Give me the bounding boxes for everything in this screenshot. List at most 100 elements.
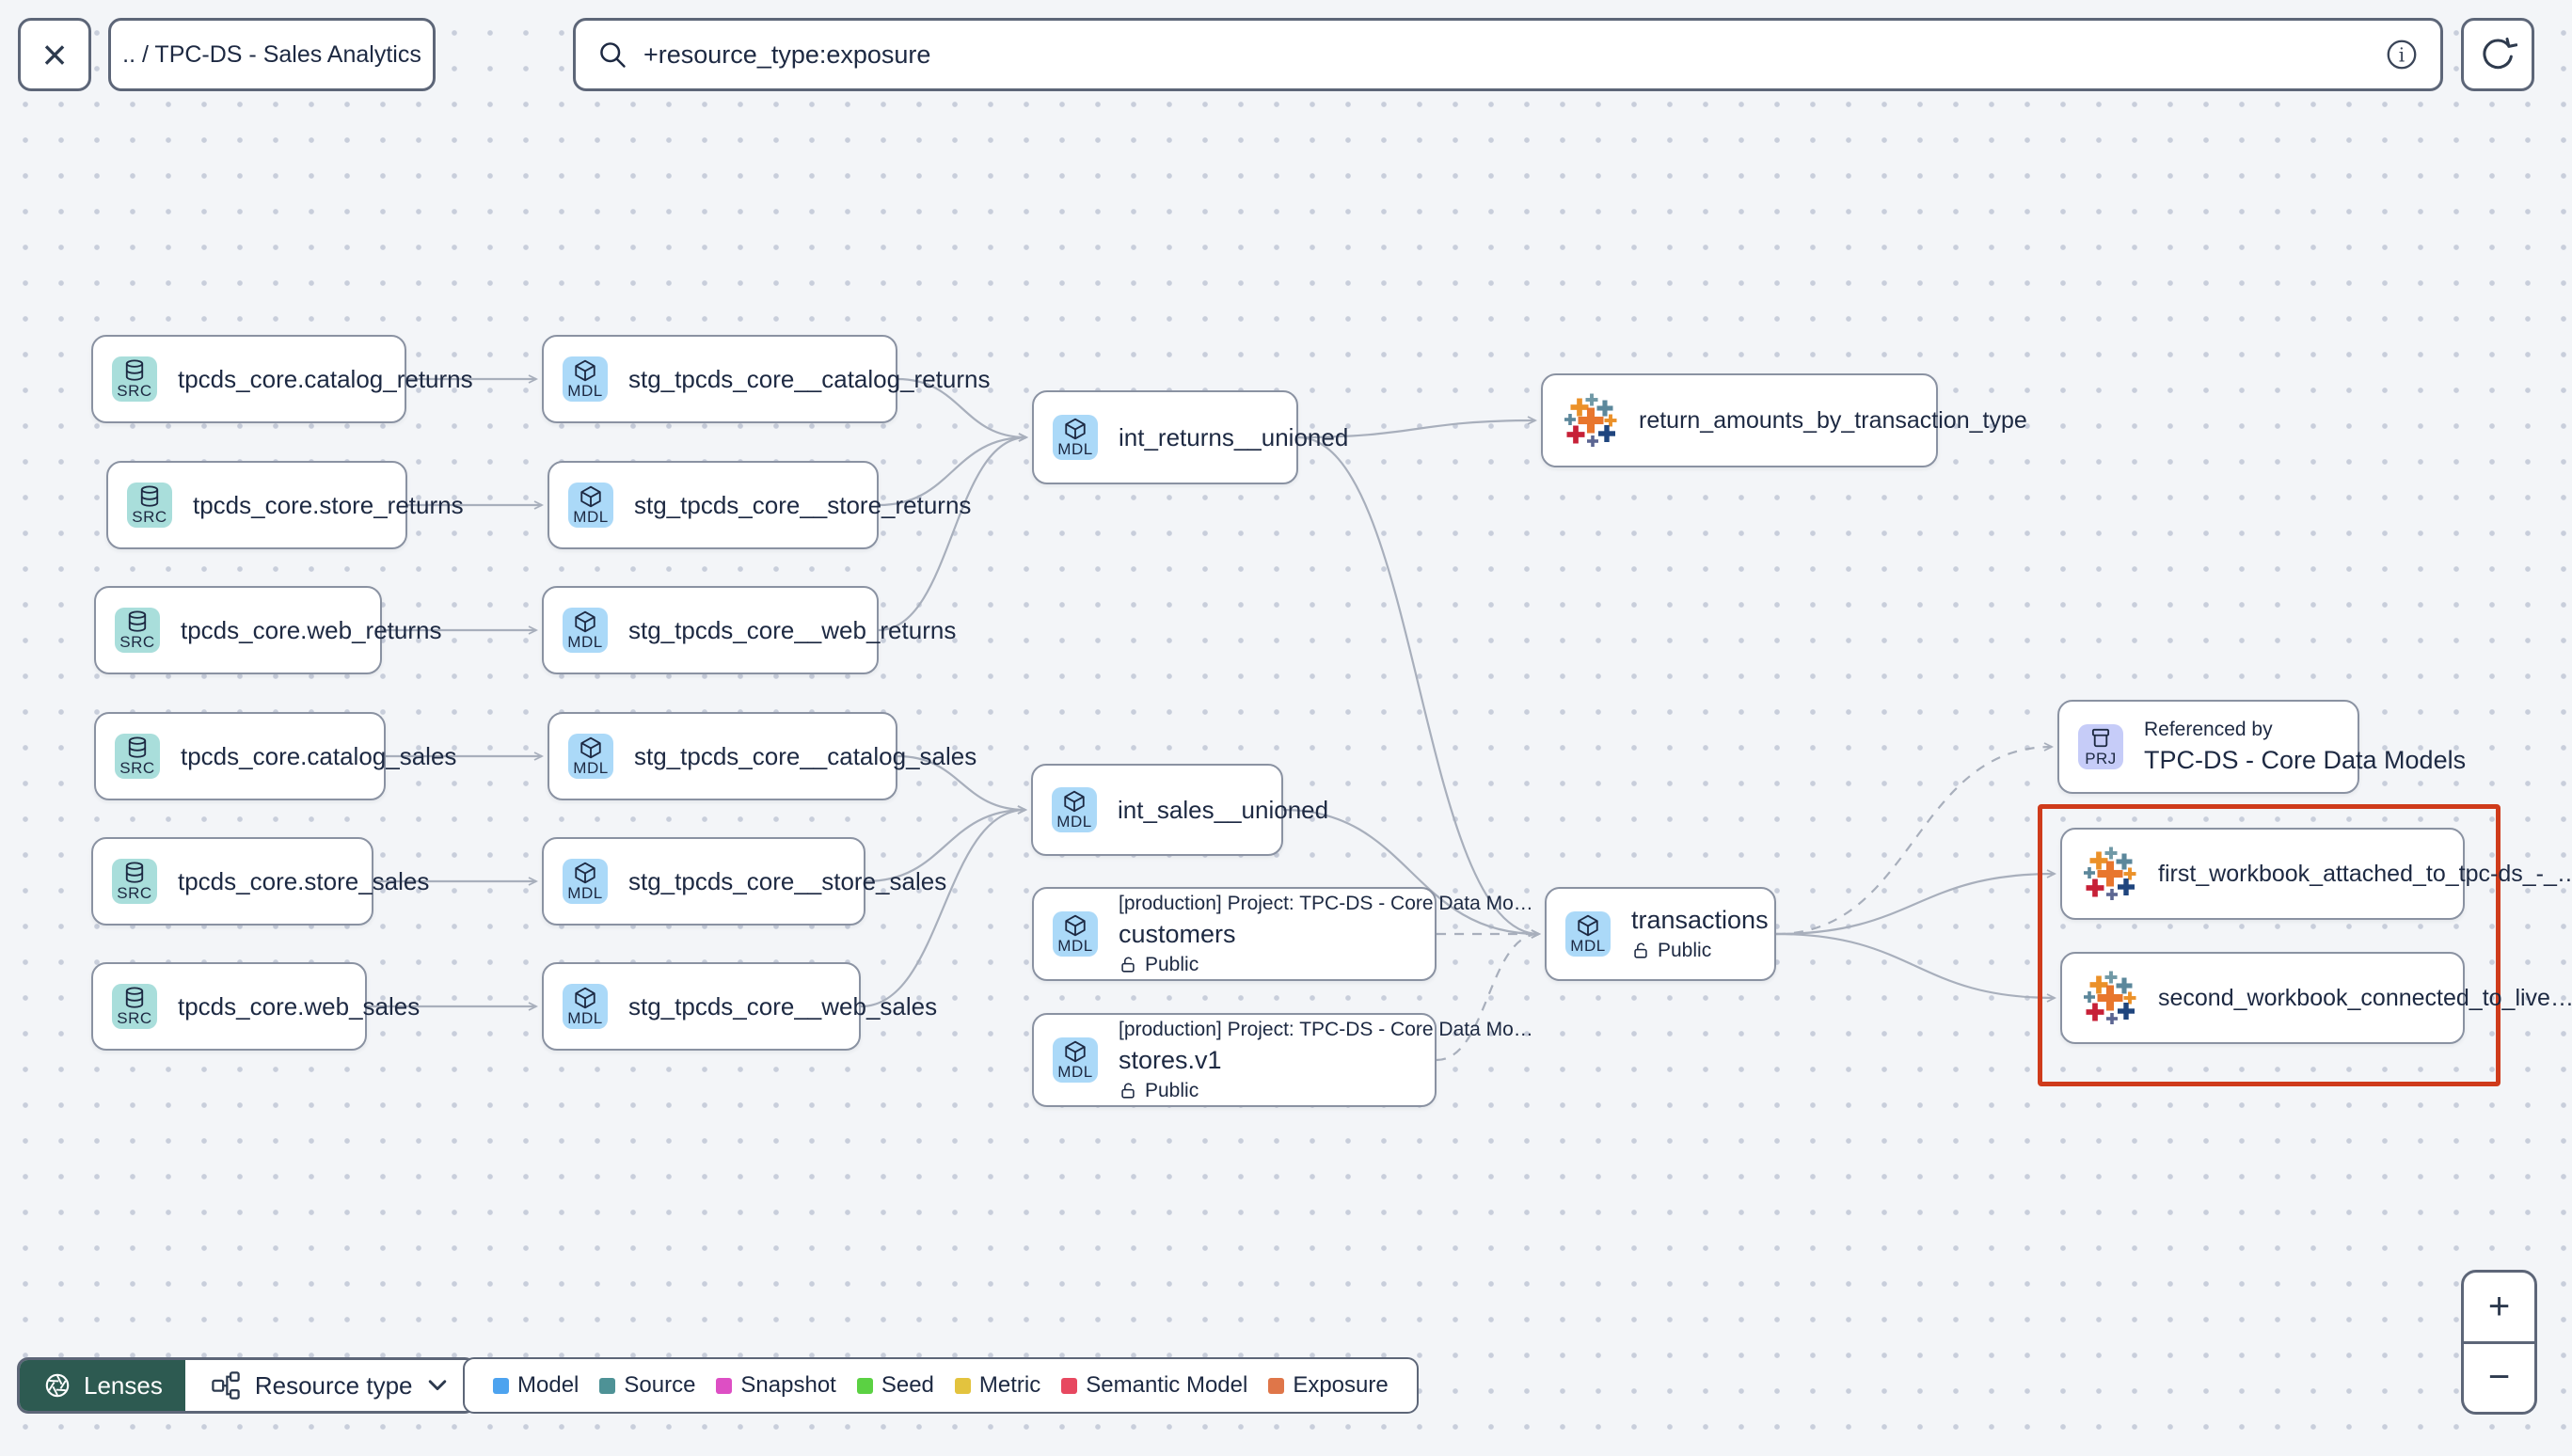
node-src_store_returns[interactable]: SRC tpcds_core.store_returns xyxy=(106,461,464,549)
node-int_returns[interactable]: MDL int_returns__unioned xyxy=(1032,390,1348,484)
edge-int_sales-to-transactions xyxy=(1282,808,1542,939)
node-text: first_workbook_attached_to_tpc-ds_-_… xyxy=(2158,860,2572,888)
search-input[interactable] xyxy=(642,39,2384,71)
source-badge: SRC xyxy=(119,759,155,777)
resource-type-dropdown[interactable]: Resource type xyxy=(184,1360,473,1411)
node-access: Public xyxy=(1119,1080,1414,1102)
zoom-controls: + − xyxy=(2461,1270,2537,1415)
zoom-in-button[interactable]: + xyxy=(2487,1285,2511,1327)
model-badge: MDL xyxy=(573,508,609,526)
source-badge: SRC xyxy=(117,382,152,400)
node-label: first_workbook_attached_to_tpc-ds_-_… xyxy=(2158,860,2572,887)
node-text: tpcds_core.catalog_sales xyxy=(181,741,457,771)
node-access: Public xyxy=(1631,940,1754,962)
sitemap-icon xyxy=(210,1369,242,1401)
model-chip: MDL xyxy=(563,608,608,653)
resource-type-label: Resource type xyxy=(254,1370,413,1400)
edge-stg_catalog_returns-to-int_returns xyxy=(897,377,1029,442)
database-icon xyxy=(128,610,147,632)
search-bar[interactable]: i xyxy=(573,18,2443,91)
edge-transactions-to-second_workbook xyxy=(1775,932,2057,1003)
node-stg_web_returns[interactable]: MDL stg_tpcds_core__web_returns xyxy=(542,586,956,674)
legend-item-semantic-model: Semantic Model xyxy=(1061,1372,1247,1399)
node-text: int_returns__unioned xyxy=(1119,423,1348,452)
node-label: stg_tpcds_core__store_sales xyxy=(628,866,947,895)
model-badge: MDL xyxy=(1057,937,1093,955)
close-button[interactable]: × xyxy=(18,18,91,91)
node-text: tpcds_core.web_returns xyxy=(181,616,441,645)
project-chip: PRJ xyxy=(2078,724,2123,769)
node-return_amounts[interactable]: return_amounts_by_transaction_type xyxy=(1541,373,2027,467)
search-icon xyxy=(596,39,628,71)
node-access: Public xyxy=(1119,954,1414,976)
edge-transactions-to-referenced_by xyxy=(1775,742,2055,936)
node-text: [production] Project: TPC-DS - Core Data… xyxy=(1119,1019,1533,1102)
database-icon xyxy=(140,485,159,507)
node-text: second_workbook_connected_to_live… xyxy=(2158,985,2572,1012)
access-label: Public xyxy=(1145,1079,1199,1101)
node-subtitle: [production] Project: TPC-DS - Core Data… xyxy=(1119,892,1533,914)
node-src_catalog_returns[interactable]: SRC tpcds_core.catalog_returns xyxy=(91,335,473,423)
svg-text:i: i xyxy=(2399,43,2405,66)
node-second_workbook[interactable]: second_workbook_connected_to_live… xyxy=(2060,952,2572,1044)
lenses-button[interactable]: Lenses xyxy=(20,1360,185,1411)
node-label: tpcds_core.store_returns xyxy=(193,490,464,519)
model-badge: MDL xyxy=(567,382,603,400)
model-badge: MDL xyxy=(567,1009,603,1027)
node-stg_store_sales[interactable]: MDL stg_tpcds_core__store_sales xyxy=(542,837,947,926)
cube-icon xyxy=(575,610,595,633)
model-chip: MDL xyxy=(563,859,608,904)
cube-icon xyxy=(1578,914,1598,937)
refresh-button[interactable] xyxy=(2461,18,2534,91)
node-text: tpcds_core.catalog_returns xyxy=(178,364,473,394)
node-src_catalog_sales[interactable]: SRC tpcds_core.catalog_sales xyxy=(94,712,457,800)
legend-swatch xyxy=(954,1377,971,1394)
node-label: stores.v1 xyxy=(1119,1045,1222,1074)
node-text: stg_tpcds_core__web_returns xyxy=(628,616,956,645)
edge-stg_web_sales-to-int_sales xyxy=(860,805,1028,1008)
model-chip: MDL xyxy=(563,356,608,402)
cube-icon xyxy=(1064,790,1085,813)
project-badge: PRJ xyxy=(2085,750,2117,768)
info-icon[interactable]: i xyxy=(2384,37,2420,72)
source-chip: SRC xyxy=(127,483,172,528)
node-stores[interactable]: MDL[production] Project: TPC-DS - Core D… xyxy=(1032,1013,1533,1107)
zoom-out-button[interactable]: − xyxy=(2487,1356,2511,1399)
source-chip: SRC xyxy=(112,356,157,402)
node-label: tpcds_core.catalog_sales xyxy=(181,741,457,770)
model-chip: MDL xyxy=(1053,415,1098,460)
source-badge: SRC xyxy=(132,508,167,526)
selection-highlight-box xyxy=(2038,804,2501,1086)
lenses-label: Lenses xyxy=(84,1370,163,1400)
source-chip: SRC xyxy=(112,859,157,904)
legend-item-model: Model xyxy=(493,1372,579,1399)
node-label: int_sales__unioned xyxy=(1118,795,1329,824)
zoom-divider xyxy=(2464,1340,2534,1344)
node-customers[interactable]: MDL [production] Project: TPC-DS - Core D… xyxy=(1032,887,1533,981)
node-label: tpcds_core.catalog_returns xyxy=(178,364,473,393)
source-chip: SRC xyxy=(112,984,157,1029)
legend-label: Snapshot xyxy=(740,1372,836,1398)
node-first_workbook[interactable]: first_workbook_attached_to_tpc-ds_-_… xyxy=(2060,828,2572,920)
database-icon xyxy=(125,359,144,381)
model-chip: MDL xyxy=(568,734,613,779)
model-chip: MDL xyxy=(1053,911,1098,957)
node-text: int_sales__unioned xyxy=(1118,795,1329,825)
tableau-icon xyxy=(1564,393,1617,447)
edge-transactions-to-first_workbook xyxy=(1775,869,2057,936)
breadcrumb[interactable]: .. / TPC-DS - Sales Analytics xyxy=(108,18,436,91)
edge-stg_catalog_sales-to-int_sales xyxy=(897,754,1028,815)
